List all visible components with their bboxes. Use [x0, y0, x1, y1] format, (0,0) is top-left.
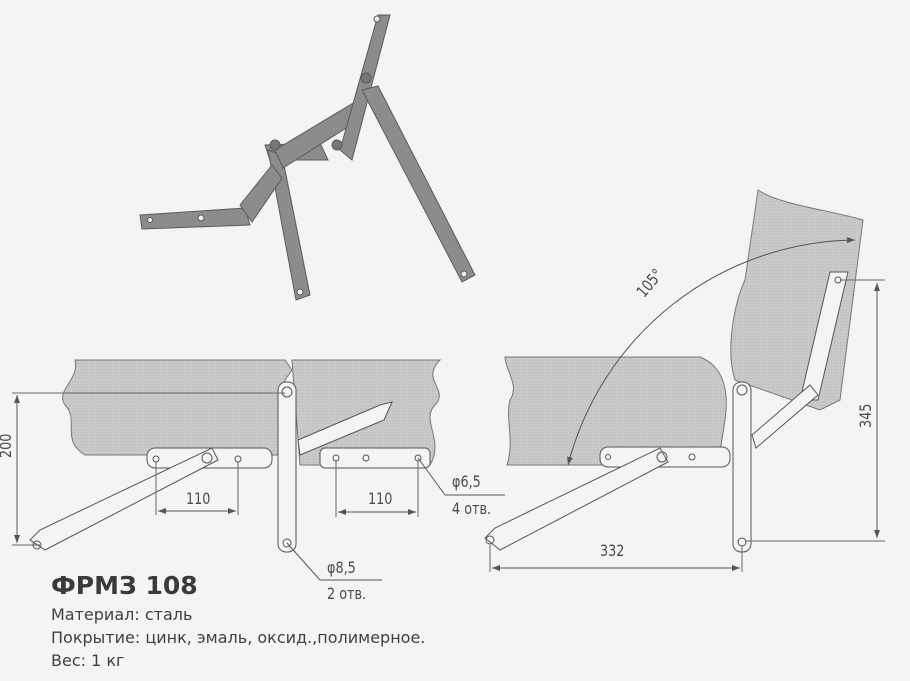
closed-height-dimension: 200	[0, 433, 15, 458]
product-title: ФРМЗ 108	[51, 571, 198, 600]
closed-position-drawing	[12, 359, 505, 581]
open-position-drawing	[484, 189, 885, 572]
closed-span-right-dimension: 110	[368, 489, 393, 508]
spec-material: Материал: сталь	[51, 605, 193, 624]
small-hole-diameter: φ6,5	[452, 472, 481, 491]
spec-weight: Вес: 1 кг	[51, 651, 125, 670]
small-hole-count: 4 отв.	[452, 499, 492, 518]
open-height-dimension: 345	[856, 403, 875, 428]
large-hole-count: 2 отв.	[327, 584, 367, 603]
mechanism-photo	[139, 14, 476, 301]
large-hole-diameter: φ8,5	[327, 558, 356, 577]
open-width-dimension: 332	[600, 541, 625, 560]
spec-coating: Покрытие: цинк, эмаль, оксид.,полимерное…	[51, 628, 426, 647]
closed-span-left-dimension: 110	[186, 489, 211, 508]
